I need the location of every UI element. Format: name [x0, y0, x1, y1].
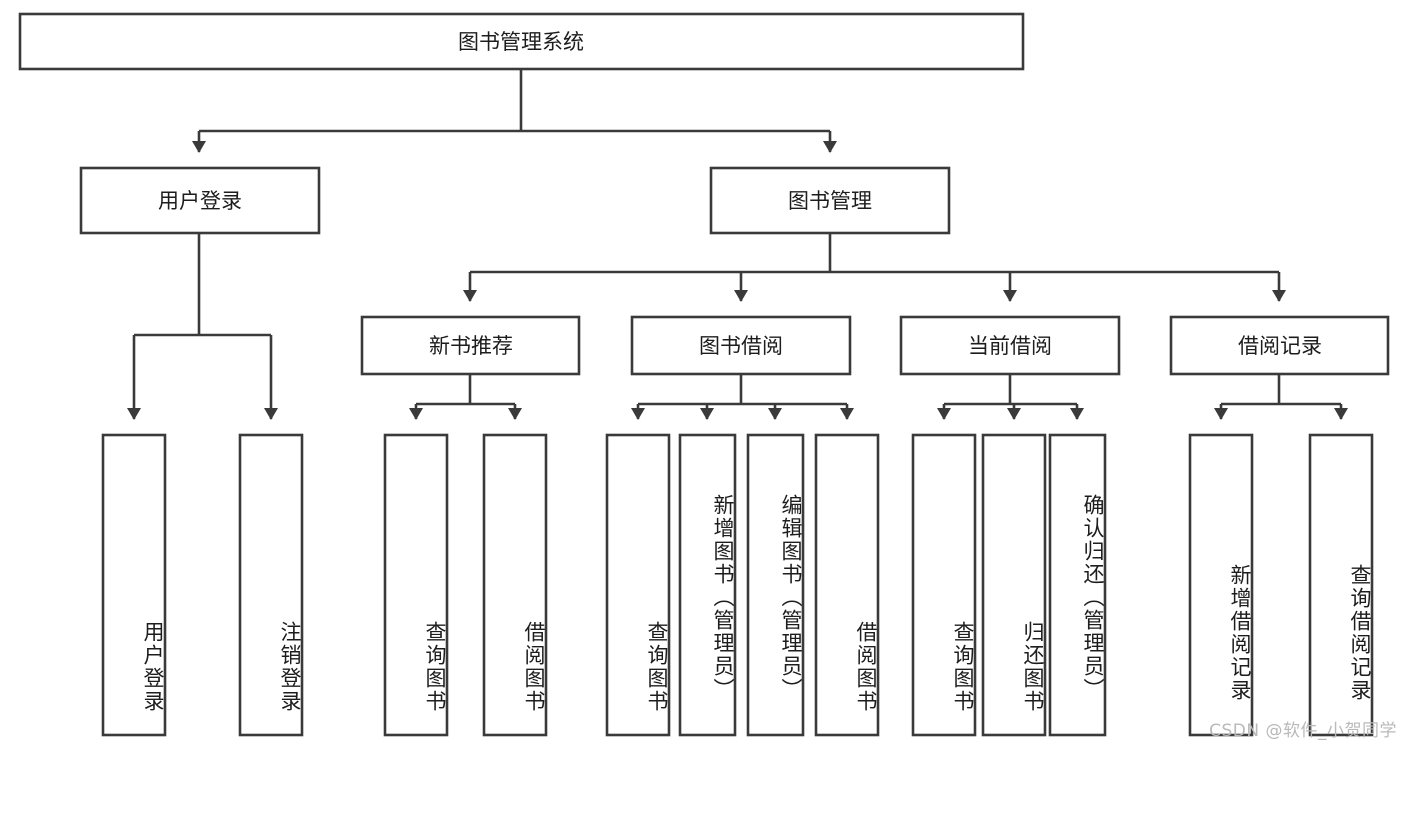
node-book-manage-box[interactable]	[709, 166, 951, 235]
node-book-borrow-label: 图书借阅	[699, 334, 783, 358]
leaf-box-logout[interactable]	[238, 433, 304, 737]
leaf-box-confirm-return[interactable]	[1048, 433, 1107, 737]
leaf-box-add-record[interactable]	[1188, 433, 1254, 737]
leaf-box-edit-book[interactable]	[746, 433, 805, 737]
leaf-box-query-record[interactable]	[1308, 433, 1374, 737]
node-current-borrow[interactable]: 当前借阅	[899, 315, 1121, 376]
node-borrow-record-label: 借阅记录	[1238, 334, 1322, 358]
node-root-label: 图书管理系统	[458, 30, 584, 54]
leaf-box-query-book-1[interactable]	[383, 433, 449, 737]
node-book-borrow[interactable]: 图书借阅	[630, 315, 852, 376]
leaf-box-add-book[interactable]	[678, 433, 737, 737]
node-root-box[interactable]	[18, 12, 1025, 71]
diagram-canvas: 图书管理系统 用户登录 图书管理 新书推荐 图书借阅 当前借阅 借阅记录	[18, 12, 1397, 741]
node-book-manage-label: 图书管理	[788, 189, 872, 213]
leaf-box-borrow-book-1[interactable]	[482, 433, 548, 737]
node-current-borrow-box[interactable]	[899, 315, 1121, 376]
node-book-manage[interactable]: 图书管理	[709, 166, 951, 235]
node-new-book-recommend[interactable]: 新书推荐	[360, 315, 581, 376]
leaf-boxes	[101, 433, 1374, 737]
node-borrow-record[interactable]: 借阅记录	[1169, 315, 1390, 376]
leaf-box-user-login[interactable]	[101, 433, 167, 737]
connectors	[127, 69, 1348, 420]
node-root[interactable]: 图书管理系统	[18, 12, 1025, 71]
node-user-login-label: 用户登录	[158, 189, 242, 213]
csdn-watermark: CSDN @软件_小贺同学	[1209, 721, 1397, 741]
leaf-box-query-book-2[interactable]	[605, 433, 671, 737]
node-current-borrow-label: 当前借阅	[968, 334, 1052, 358]
node-new-book-recommend-box[interactable]	[360, 315, 581, 376]
node-book-borrow-box[interactable]	[630, 315, 852, 376]
leaf-box-return-book[interactable]	[981, 433, 1047, 737]
leaf-box-query-book-3[interactable]	[911, 433, 977, 737]
leaf-box-borrow-book-2[interactable]	[814, 433, 880, 737]
node-borrow-record-box[interactable]	[1169, 315, 1390, 376]
diagram-svg: 图书管理系统 用户登录 图书管理 新书推荐 图书借阅 当前借阅 借阅记录	[18, 12, 1390, 737]
node-new-book-recommend-label: 新书推荐	[429, 334, 513, 358]
node-user-login-box[interactable]	[79, 166, 321, 235]
node-user-login[interactable]: 用户登录	[79, 166, 321, 235]
